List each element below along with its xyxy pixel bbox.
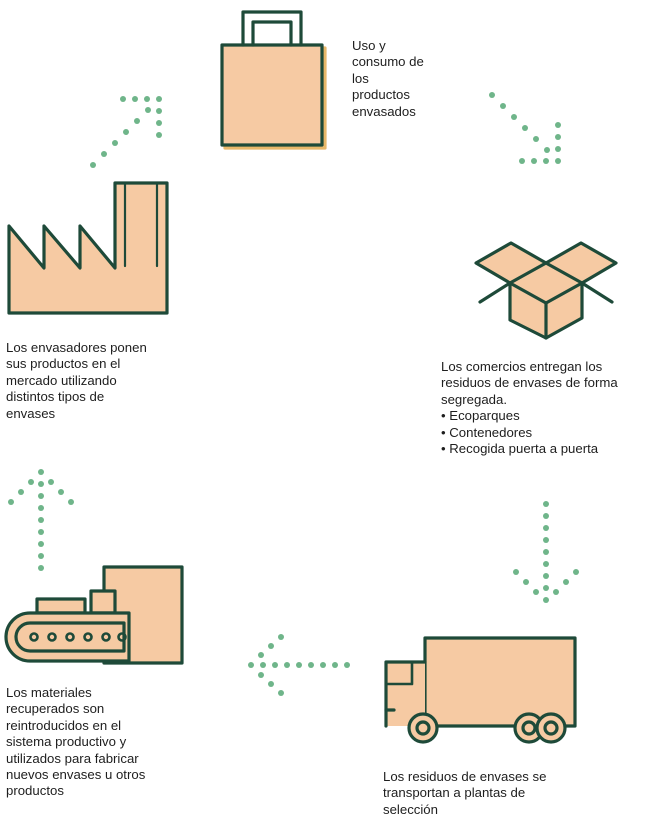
open-box-icon xyxy=(474,241,618,340)
caption-use: Uso y consumo de los productos envasados xyxy=(352,38,424,119)
arrow-use-to-shops xyxy=(489,92,561,164)
list-item: Contenedores xyxy=(441,425,651,441)
caption-shops: Los comercios entregan los residuos de e… xyxy=(441,359,651,457)
shopping-bag-icon xyxy=(220,10,327,150)
truck-icon xyxy=(384,636,577,744)
collection-methods-list: Ecoparques Contenedores Recogida puerta … xyxy=(441,408,651,457)
arrow-transport-to-recovery xyxy=(248,634,350,696)
arrow-shops-to-transport xyxy=(513,501,579,603)
list-item: Ecoparques xyxy=(441,408,651,424)
conveyor-machine-icon xyxy=(4,565,184,665)
caption-transport: Los residuos de envases se transportan a… xyxy=(383,769,547,817)
caption-packers: Los envasadores ponen sus productos en e… xyxy=(6,340,147,421)
arrow-packers-to-use xyxy=(90,96,162,168)
arrow-recovery-to-packers xyxy=(8,469,74,571)
list-item: Recogida puerta a puerta xyxy=(441,441,651,457)
caption-recovery: Los materiales recuperados son reintrodu… xyxy=(6,685,146,799)
factory-icon xyxy=(7,181,169,315)
